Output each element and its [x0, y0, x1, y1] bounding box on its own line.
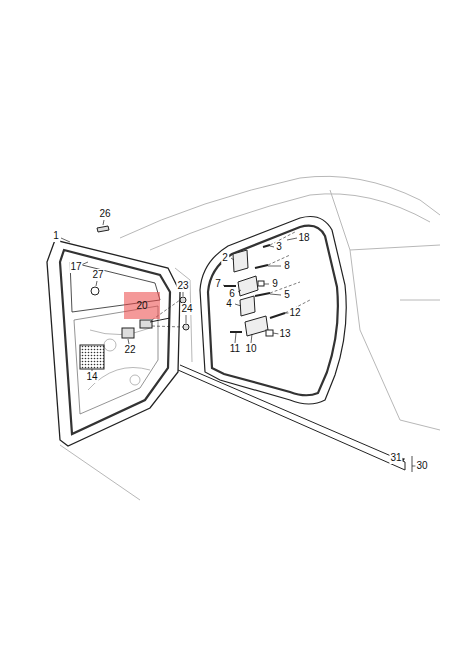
callout-number: 11	[229, 343, 241, 355]
sill-strip	[178, 365, 412, 472]
callout-number: 9	[271, 278, 279, 290]
callout-number: 18	[297, 232, 310, 244]
highlight-box: 20	[124, 292, 160, 319]
callout-number: 14	[85, 371, 98, 383]
car-body	[60, 176, 440, 500]
callout-number: 22	[123, 344, 136, 356]
small-parts	[80, 226, 404, 460]
callout-number: 12	[288, 307, 301, 319]
callout-number: 8	[283, 260, 291, 272]
callout-number: 13	[278, 328, 291, 340]
callout-number: 26	[98, 208, 111, 220]
door-opening	[200, 217, 346, 405]
callout-number: 17	[69, 261, 82, 273]
callout-number: 4	[225, 298, 233, 310]
callout-number: 5	[283, 289, 291, 301]
callout-number: 10	[244, 343, 257, 355]
callout-number: 7	[214, 278, 222, 290]
leader-lines	[61, 220, 416, 466]
callout-number: 1	[52, 230, 60, 242]
callout-number: 3	[275, 241, 283, 253]
callout-number: 30	[415, 460, 428, 472]
door	[47, 240, 180, 446]
callout-number: 31	[389, 452, 402, 464]
callout-number: 24	[180, 303, 193, 315]
callout-number: 2	[221, 252, 229, 264]
callout-number: 20	[124, 300, 160, 312]
callout-number: 27	[91, 269, 104, 281]
callout-number: 23	[176, 280, 189, 292]
